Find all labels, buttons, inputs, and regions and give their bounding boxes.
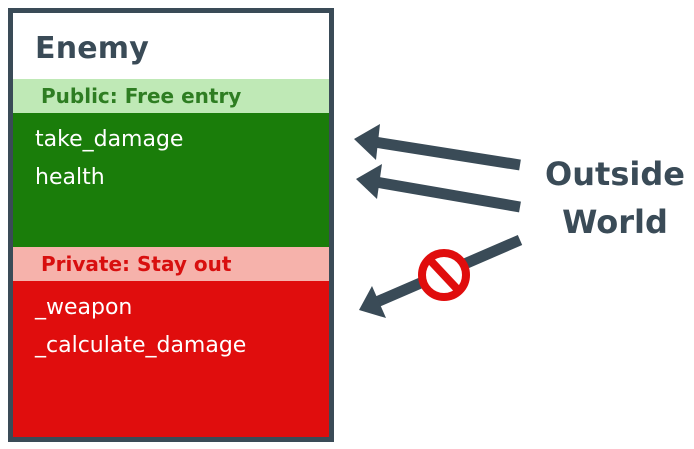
outside-label-line2: World	[562, 203, 668, 241]
private-section-header: Private: Stay out	[13, 247, 329, 281]
no-entry-icon	[418, 249, 470, 301]
public-member-take-damage: take_damage	[35, 127, 184, 152]
class-title: Enemy	[35, 31, 150, 66]
arrow-to-take-damage	[354, 124, 521, 171]
public-section: take_damage health	[13, 113, 329, 247]
private-member-calculate-damage: _calculate_damage	[35, 333, 247, 358]
public-section-header: Public: Free entry	[13, 79, 329, 113]
enemy-class-box: Enemy Public: Free entry take_damage hea…	[8, 8, 334, 442]
outside-label-line1: Outside	[545, 155, 685, 193]
outside-world-label: Outside World	[540, 150, 690, 246]
private-header-label: Private: Stay out	[41, 252, 232, 276]
public-member-health: health	[35, 165, 105, 190]
private-section: _weapon _calculate_damage	[13, 281, 329, 437]
public-header-label: Public: Free entry	[41, 84, 242, 108]
private-member-weapon: _weapon	[35, 295, 133, 320]
arrow-to-health	[356, 164, 521, 213]
